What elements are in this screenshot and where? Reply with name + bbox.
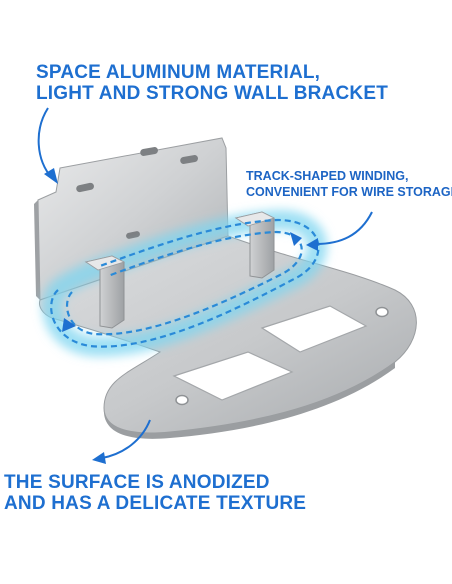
- caption-winding-line-2: CONVENIENT FOR WIRE STORAGE: [246, 185, 452, 200]
- caption-surface-line-2: AND HAS A DELICATE TEXTURE: [4, 493, 307, 515]
- track-dashed-inner: [65, 230, 303, 336]
- track-dashed-outer: [50, 218, 320, 348]
- caption-surface-line-1: THE SURFACE IS ANODIZED: [4, 472, 270, 493]
- track-arrow-icon: [290, 232, 302, 246]
- caption-surface: THE SURFACE IS ANODIZED AND HAS A DELICA…: [4, 472, 306, 515]
- mounting-slot: [180, 155, 199, 164]
- track-arrow-icon: [62, 318, 76, 332]
- caption-material-line-1: SPACE ALUMINUM MATERIAL,: [36, 62, 321, 83]
- screw-hole: [175, 394, 189, 406]
- pointer-arrow-winding: [306, 211, 373, 251]
- mounting-slot: [76, 182, 94, 193]
- base-plate: [39, 235, 417, 439]
- wall-plate: [34, 137, 229, 301]
- base-cutout-right: [260, 305, 368, 353]
- pointer-arrow-material: [37, 107, 58, 184]
- screw-hole: [375, 306, 389, 318]
- caption-winding: TRACK-SHAPED WINDING, CONVENIENT FOR WIR…: [246, 168, 452, 201]
- pointer-arrow-surface: [92, 419, 151, 464]
- caption-winding-line-1: TRACK-SHAPED WINDING,: [246, 169, 409, 183]
- caption-material-line-2: LIGHT AND STRONG WALL BRACKET: [36, 83, 389, 105]
- mounting-slot: [126, 231, 140, 239]
- caption-material: SPACE ALUMINUM MATERIAL, LIGHT AND STRON…: [36, 62, 388, 105]
- base-cutout-left: [172, 351, 294, 401]
- mounting-slot: [140, 147, 159, 156]
